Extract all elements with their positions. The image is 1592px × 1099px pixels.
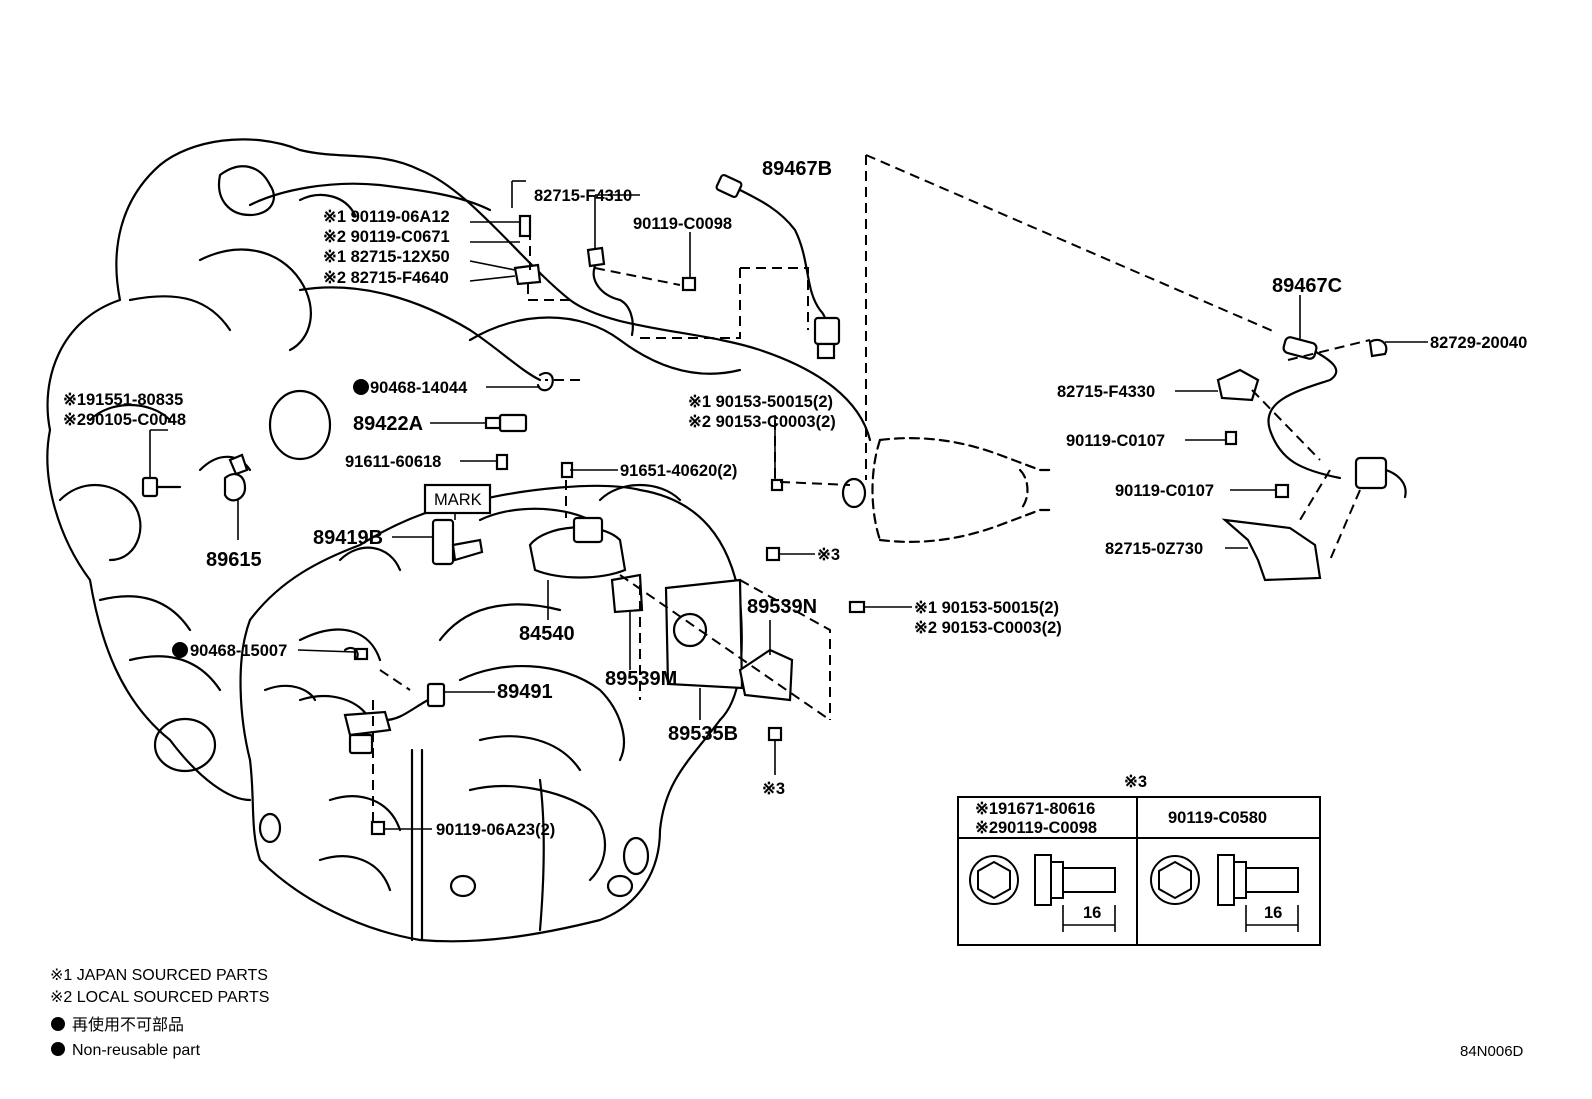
label-82715-F4330: 82715-F4330 — [1057, 383, 1155, 401]
label-89491: 89491 — [497, 681, 553, 703]
label-90153-50015-bottom: ※1 90153-50015(2) — [914, 599, 1059, 617]
label-mark: MARK — [434, 491, 482, 509]
bolt-table-title: ※3 — [1124, 773, 1147, 791]
part-labels: 89467B 82715-F4310 90119-C0098 ※1 90119-… — [63, 158, 1527, 839]
label-90119-C0107-b: 90119-C0107 — [1115, 482, 1214, 500]
label-84540: 84540 — [519, 623, 575, 645]
bolt-table-col2: 90119-C0580 — [1168, 809, 1267, 827]
bolt-table: ※3 ※191671-80616 ※290119-C0098 90119-C05… — [957, 773, 1321, 946]
dashed-connectors — [372, 154, 1371, 822]
label-90119-C0107-a: 90119-C0107 — [1066, 432, 1165, 450]
parts — [141, 173, 1407, 836]
label-90105-C0048: ※290105-C0048 — [63, 411, 186, 429]
label-82715-F4640: ※2 82715-F4640 — [323, 269, 449, 287]
mark-box — [423, 483, 492, 515]
label-90119-06A12: ※1 90119-06A12 — [323, 208, 450, 226]
label-90153-C0003-top: ※2 90153-C0003(2) — [688, 413, 836, 431]
legend-non-reusable-en: Non-reusable part — [72, 1042, 201, 1059]
label-90468-15007: 90468-15007 — [190, 642, 287, 660]
legend-japan-sourced: ※1 JAPAN SOURCED PARTS — [50, 967, 268, 984]
label-91551-80835: ※191551-80835 — [63, 391, 183, 409]
label-89535B: 89535B — [668, 723, 738, 745]
label-89422A: 89422A — [353, 413, 423, 435]
non-reusable-dot — [353, 379, 369, 395]
bolt-dim-1: 16 — [1083, 904, 1101, 922]
bolt-table-col1-line1: ※191671-80616 — [975, 800, 1095, 818]
label-82715-12X50: ※1 82715-12X50 — [323, 248, 450, 266]
label-90153-50015-top: ※1 90153-50015(2) — [688, 393, 833, 411]
leader-lines — [149, 180, 1428, 830]
label-90119-06A23: 90119-06A23(2) — [436, 821, 555, 839]
legend-non-reusable-jp: 再使用不可部品 — [72, 1016, 184, 1034]
bolt-table-col1-line2: ※290119-C0098 — [975, 819, 1097, 837]
legend-local-sourced: ※2 LOCAL SOURCED PARTS — [50, 989, 269, 1006]
label-89539M: 89539M — [605, 668, 677, 690]
label-82715-F4310: 82715-F4310 — [534, 187, 632, 205]
label-90119-C0671: ※2 90119-C0671 — [323, 228, 450, 246]
non-reusable-dot — [172, 642, 188, 658]
diagram-code: 84N006D — [1460, 1043, 1524, 1060]
bolt-dim-2: 16 — [1264, 904, 1282, 922]
legend-dot-1 — [51, 1017, 65, 1031]
label-90468-14044: 90468-14044 — [370, 379, 468, 397]
label-89419B: 89419B — [313, 527, 383, 549]
label-90153-C0003-bottom: ※2 90153-C0003(2) — [914, 619, 1062, 637]
label-ref3-upper: ※3 — [817, 546, 840, 564]
label-89539N: 89539N — [747, 596, 817, 618]
label-91651-40620: 91651-40620(2) — [620, 462, 737, 480]
label-ref3-lower: ※3 — [762, 780, 785, 798]
label-82729-20040: 82729-20040 — [1430, 334, 1527, 352]
label-89467C: 89467C — [1272, 275, 1342, 297]
label-91611-60618: 91611-60618 — [345, 453, 441, 471]
label-90119-C0098: 90119-C0098 — [633, 215, 732, 233]
legend-dot-2 — [51, 1042, 65, 1056]
label-89467B: 89467B — [762, 158, 832, 180]
legend: ※1 JAPAN SOURCED PARTS ※2 LOCAL SOURCED … — [50, 967, 269, 1059]
label-89615: 89615 — [206, 549, 262, 571]
label-82715-0Z730: 82715-0Z730 — [1105, 540, 1203, 558]
